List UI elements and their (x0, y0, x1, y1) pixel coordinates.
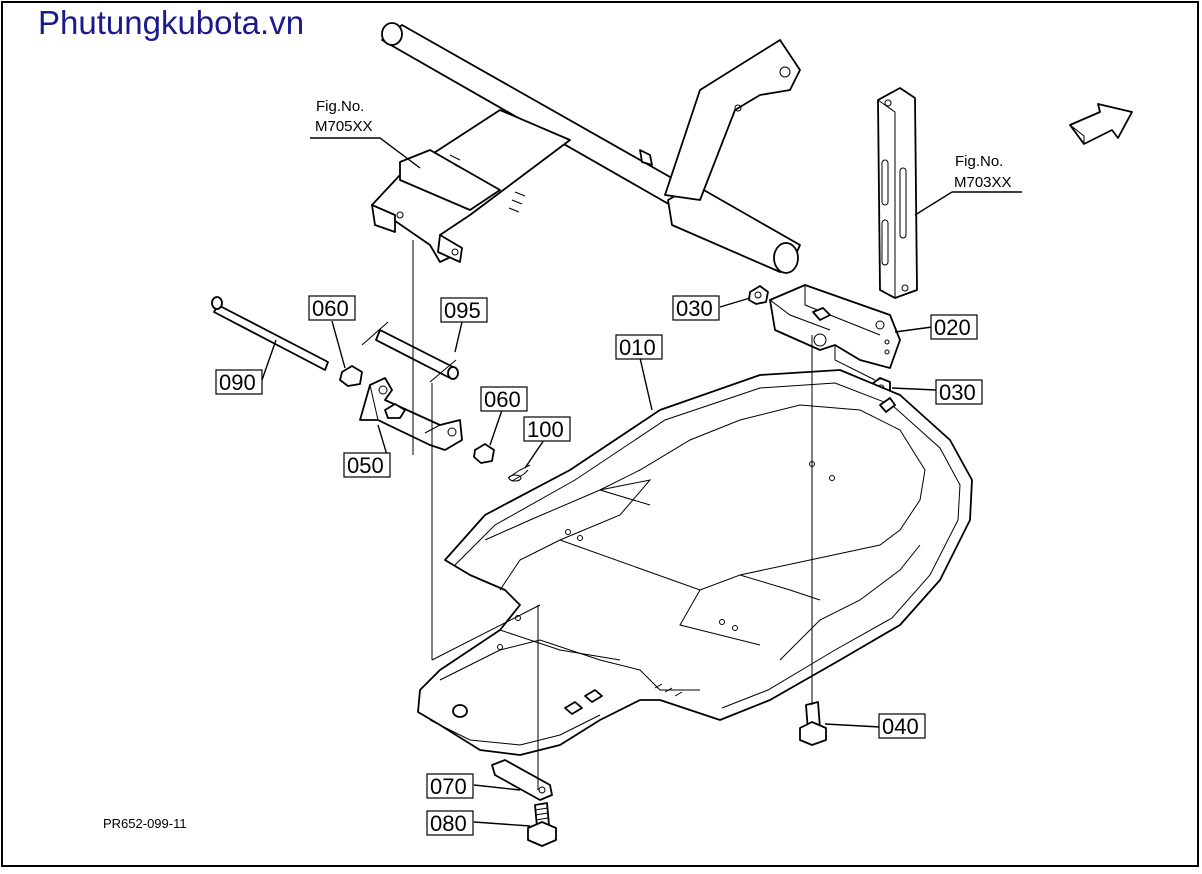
callout-030-lower-label: 030 (939, 380, 976, 405)
callout-050[interactable]: 050 (343, 452, 391, 478)
figure-ref-m705-line1: Fig.No. (316, 98, 364, 115)
callout-060-left[interactable]: 060 (308, 295, 356, 321)
callout-040-label: 040 (882, 714, 919, 739)
pipe-095 (361, 321, 459, 383)
callout-090-label: 090 (219, 370, 256, 395)
collar-060-left (339, 365, 363, 387)
callout-070[interactable]: 070 (426, 773, 474, 799)
seat-pan-010 (417, 369, 973, 756)
callout-020[interactable]: 020 (930, 314, 978, 340)
callout-030-lower[interactable]: 030 (935, 379, 983, 405)
callout-100[interactable]: 100 (523, 416, 571, 442)
figure-ref-m703: Fig.No. M703XX (954, 153, 1012, 191)
callout-090[interactable]: 090 (215, 369, 263, 395)
vertical-plate (877, 87, 918, 299)
clip-100 (507, 464, 531, 482)
callout-095[interactable]: 095 (440, 297, 488, 323)
plate-070 (491, 759, 553, 801)
callout-030-upper-label: 030 (676, 296, 713, 321)
figure-ref-m705-line2: M705XX (315, 118, 373, 135)
callout-060-right[interactable]: 060 (480, 386, 528, 412)
nut-030-upper (748, 285, 769, 305)
callout-040[interactable]: 040 (878, 713, 926, 739)
callout-020-label: 020 (934, 315, 971, 340)
figure-ref-m703-line1: Fig.No. (955, 153, 1003, 170)
direction-arrow-icon (1069, 103, 1133, 145)
callout-080[interactable]: 080 (426, 810, 474, 836)
callout-060-right-label: 060 (484, 387, 521, 412)
collar-060-right (473, 443, 495, 464)
site-watermark: Phutungkubota.vn (38, 4, 305, 41)
callout-060-left-label: 060 (312, 296, 349, 321)
callout-030-upper[interactable]: 030 (672, 295, 720, 321)
bolt-080 (527, 802, 557, 847)
bolt-040 (799, 701, 827, 746)
callout-095-label: 095 (444, 298, 481, 323)
callout-010[interactable]: 010 (615, 334, 663, 360)
callout-070-label: 070 (430, 774, 467, 799)
leader-lines (261, 137, 1022, 827)
callout-100-label: 100 (527, 417, 564, 442)
figure-code: PR652-099-11 (103, 816, 187, 831)
bracket-050 (359, 377, 463, 451)
frame-assembly (371, 22, 801, 274)
callout-010-label: 010 (619, 335, 656, 360)
callout-050-label: 050 (347, 453, 384, 478)
pin-090 (211, 296, 329, 371)
figure-ref-m705: Fig.No. M705XX (315, 98, 373, 135)
callout-080-label: 080 (430, 811, 467, 836)
figure-ref-m703-line2: M703XX (954, 174, 1012, 191)
bracket-020 (769, 284, 901, 369)
